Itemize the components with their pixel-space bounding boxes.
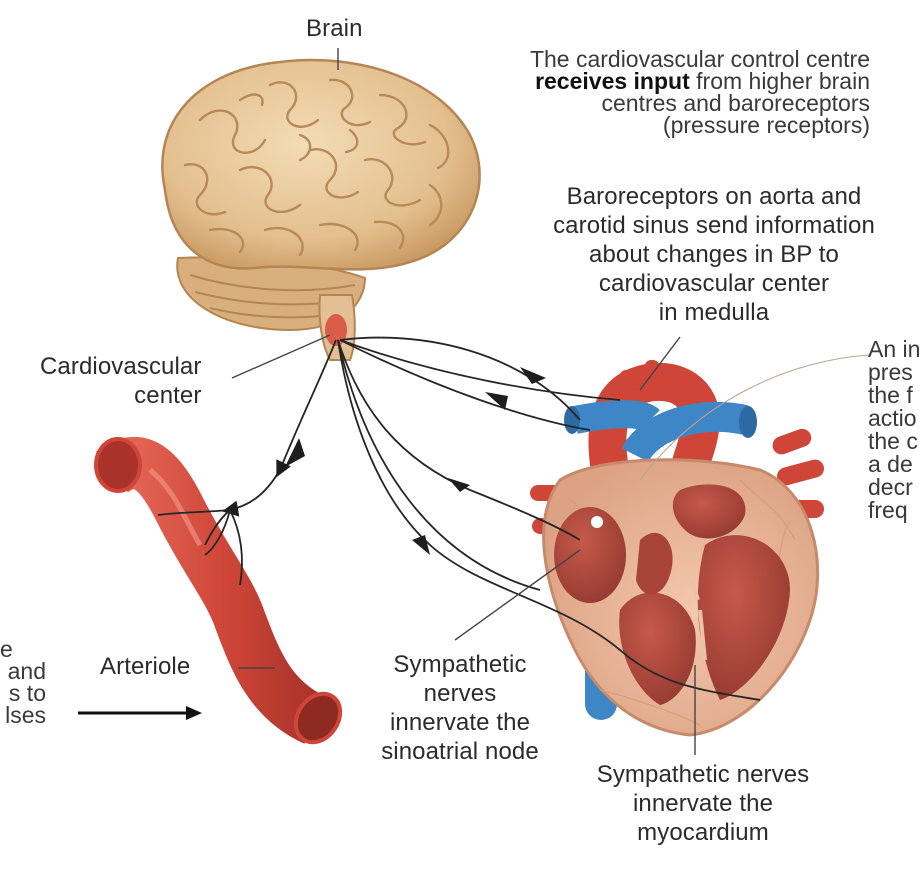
arrowheads xyxy=(285,367,546,555)
baro-line: about changes in BP to xyxy=(589,241,839,268)
sympathetic-sa-label: Sympathetic nerves innervate the sinoatr… xyxy=(370,650,550,766)
pointer-arrow xyxy=(78,706,202,720)
sa-line: innervate the xyxy=(389,709,531,736)
baro-line: carotid sinus send information xyxy=(553,212,875,239)
right-note-line: the f xyxy=(868,382,913,408)
left-ventricle xyxy=(697,535,790,700)
cardio-center-line: Cardiovascular xyxy=(40,353,202,380)
right-note-line: actio xyxy=(868,405,917,431)
baro-line: in medulla xyxy=(658,299,770,326)
baroreceptors-info-label: Baroreceptors on aorta and carotid sinus… xyxy=(522,182,906,327)
heart-illustration xyxy=(530,360,825,737)
sympathetic-myocardium-label: Sympathetic nerves innervate the myocard… xyxy=(578,760,828,847)
note-line: receives input from higher brain xyxy=(530,68,870,94)
cardio-center-line: center xyxy=(134,382,202,409)
control-centre-note: The cardiovascular control centre receiv… xyxy=(529,46,871,138)
cardiovascular-center-label: Cardiovascular center xyxy=(40,352,201,410)
right-atrium xyxy=(554,507,626,603)
arteriole-label: Arteriole xyxy=(100,653,191,680)
myo-line: myocardium xyxy=(637,819,769,846)
note-emphasis: receives input xyxy=(535,68,690,94)
right-cut-note: An in pres the f actio the c a de decr f… xyxy=(868,338,920,522)
note-line-rest: from higher brain xyxy=(689,68,870,94)
right-note-line: decr xyxy=(868,474,913,500)
right-note-line: a de xyxy=(868,451,913,477)
myo-line: innervate the xyxy=(632,790,774,817)
myo-line: Sympathetic nerves xyxy=(596,761,810,788)
left-note-line: and xyxy=(7,658,46,684)
sa-line: nerves xyxy=(423,680,497,707)
medulla-highlight xyxy=(325,314,347,346)
baro-line: cardiovascular center xyxy=(598,270,830,297)
left-note-line: lses xyxy=(5,702,46,728)
note-line: (pressure receptors) xyxy=(662,112,870,138)
baro-line: Baroreceptors on aorta and xyxy=(566,183,862,210)
brain-illustration xyxy=(161,58,481,361)
arteriole-illustration xyxy=(94,437,343,745)
brain-label: Brain xyxy=(306,15,363,42)
sa-line: sinoatrial node xyxy=(381,738,539,765)
left-note-line: e xyxy=(0,636,13,662)
left-note-line: s to xyxy=(8,680,46,706)
note-line: centres and baroreceptors xyxy=(601,90,871,116)
right-note-line: the c xyxy=(868,428,918,454)
left-cut-note: e and s to lses xyxy=(0,636,46,728)
right-note-line: pres xyxy=(868,359,913,385)
nerve-pathways xyxy=(157,336,761,701)
note-line: The cardiovascular control centre xyxy=(529,46,870,72)
sa-line: Sympathetic xyxy=(393,651,527,678)
leader-lines xyxy=(231,48,871,755)
right-ventricle xyxy=(619,592,696,705)
right-note-line: freq xyxy=(868,497,908,523)
left-atrium xyxy=(672,484,746,539)
cerebrum xyxy=(161,58,481,271)
right-note-line: An in xyxy=(868,336,920,362)
